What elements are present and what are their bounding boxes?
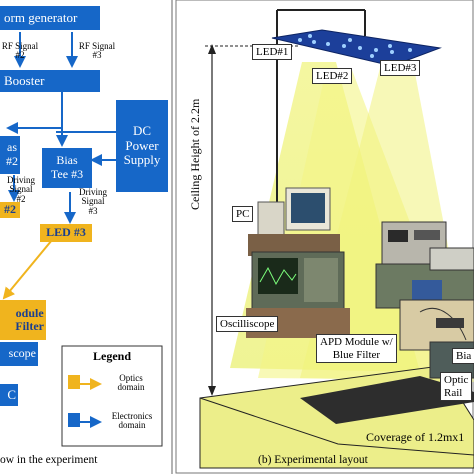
- pc-label: C: [7, 386, 16, 402]
- rf-signal-2-label: RF Signal #2: [1, 41, 39, 61]
- oscilloscope-drawing: [246, 251, 350, 338]
- waveform-generator-block: orm generator: [0, 6, 100, 30]
- legend-optics-label: Optics domain: [117, 373, 145, 393]
- legend-electronics-label: Electronics domain: [111, 411, 153, 431]
- driving-signal-3-label: Driving Signal #3: [79, 187, 107, 216]
- optical-rail-drawing: [300, 376, 474, 424]
- bench-equipment: [375, 221, 474, 379]
- optical-rail-label: Optic Rail: [440, 372, 473, 402]
- legend-optics-swatch: [68, 375, 80, 389]
- pc-drawing: [248, 187, 340, 256]
- electronic-arrows: [6, 32, 116, 224]
- legend-electronics-swatch: [68, 413, 80, 427]
- driving-signal-2-label: Driving Signal #2: [7, 175, 35, 204]
- rf-signal-3-label: RF Signal #3: [78, 41, 116, 61]
- bias-tee-3-block: Bias Tee #3: [42, 148, 92, 188]
- led1-label: LED#1: [252, 44, 293, 60]
- pc-block: C: [0, 384, 18, 406]
- right-caption: (b) Experimental layout: [258, 454, 368, 466]
- bias-scene-label: Bia: [452, 348, 474, 364]
- dc-power-supply-block: DC Power Supply: [116, 100, 168, 192]
- oscilloscope-label: scope: [8, 346, 36, 361]
- oscilloscope-block: scope: [0, 342, 38, 366]
- left-caption: ow in the experiment: [0, 454, 98, 466]
- led3-label: LED#3: [380, 60, 421, 76]
- booster-block: Booster: [0, 70, 100, 92]
- led-3-block: LED #3: [40, 224, 92, 242]
- coverage-label: Coverage of 1.2mx1: [366, 430, 465, 444]
- legend-title: Legend: [92, 349, 131, 363]
- pc-scene-label: PC: [232, 206, 254, 222]
- bias-tee-3-label: Bias Tee #3: [50, 153, 84, 181]
- apd-module-label: odule Filter: [15, 305, 44, 333]
- led2-label: LED#2: [312, 68, 353, 84]
- led-2-block: #2: [0, 202, 20, 218]
- optics-arrow: [2, 239, 53, 300]
- legend-box: [61, 345, 163, 447]
- led-2-label: #2: [4, 202, 16, 217]
- ceiling-height-label: Ceiling Height of 2.2m: [188, 90, 204, 210]
- led-panel: [271, 29, 442, 67]
- bias-tee-2-block: as #2: [0, 136, 20, 174]
- dc-power-supply-label: DC Power Supply: [123, 122, 161, 168]
- right-panel-frame: [175, 0, 474, 474]
- led-panel-dots: [298, 34, 412, 58]
- apd-module-block: odule Filter: [0, 300, 46, 340]
- waveform-generator-label: orm generator: [4, 9, 78, 25]
- apd-scene-label: APD Module w/ Blue Filter: [316, 334, 397, 364]
- led-3-label: LED #3: [46, 225, 86, 240]
- oscilloscope-scene-label: Oscilliscope: [216, 316, 279, 332]
- booster-label: Booster: [4, 72, 45, 88]
- bias-tee-2-label: as #2: [6, 140, 18, 168]
- ceiling-height-text: Ceiling Height of 2.2m: [188, 98, 202, 210]
